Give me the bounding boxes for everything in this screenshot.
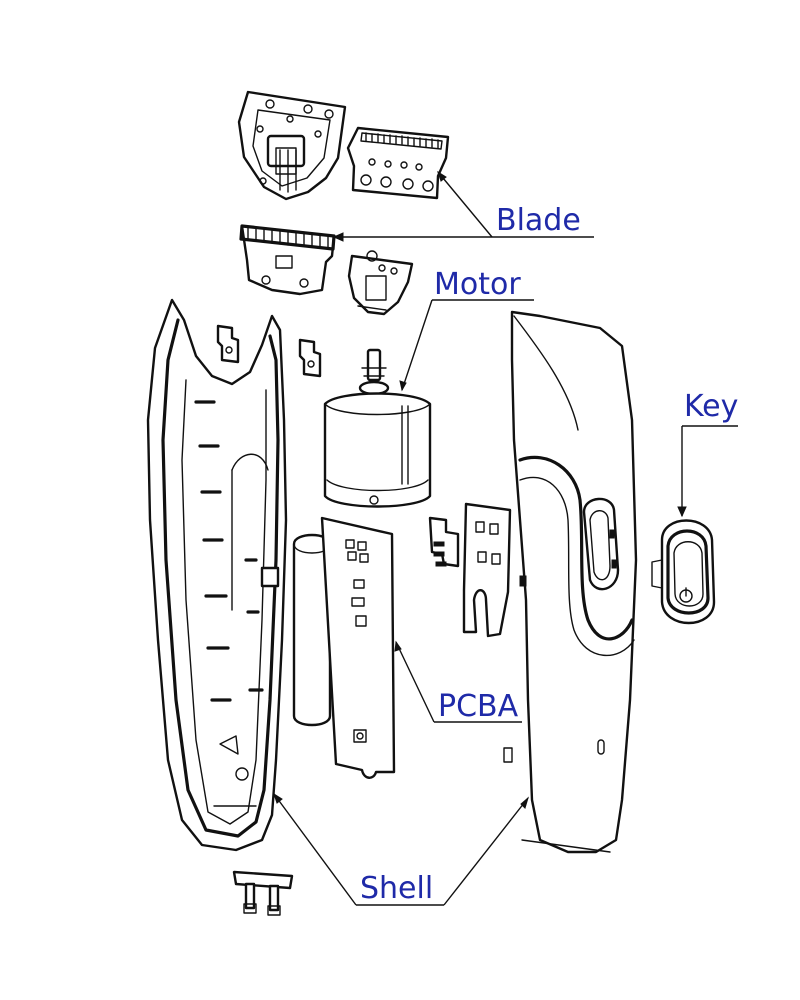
- bottom-connector-part: [232, 870, 294, 916]
- blade-holder-part: [237, 90, 347, 201]
- battery-part: [292, 533, 332, 727]
- contact-clip-part: [428, 516, 460, 568]
- key-label: Key: [684, 389, 738, 424]
- shell-leader-right: [443, 797, 529, 906]
- blade-lower-part: [239, 224, 336, 296]
- switch-bracket-part: [462, 502, 512, 638]
- blade-label: Blade: [496, 203, 581, 238]
- blade-drive-part: [347, 250, 414, 316]
- pcba-board-part: [320, 516, 396, 779]
- leader-lines: [273, 170, 738, 906]
- shell-label: Shell: [360, 871, 433, 906]
- clip-small-left: [216, 324, 240, 364]
- motor-leader: [401, 299, 433, 391]
- key-button-part: [651, 519, 716, 625]
- left-housing-part: [146, 298, 288, 852]
- pcba-leader: [395, 641, 435, 723]
- shell-leader-left: [273, 793, 357, 906]
- motor-part: [323, 348, 432, 508]
- blade-leader-2: [437, 171, 493, 238]
- right-housing-part: [503, 310, 638, 854]
- motor-label: Motor: [434, 267, 521, 302]
- pcba-label: PCBA: [438, 689, 519, 724]
- clip-small-right: [298, 338, 322, 378]
- blade-top-part: [346, 126, 450, 200]
